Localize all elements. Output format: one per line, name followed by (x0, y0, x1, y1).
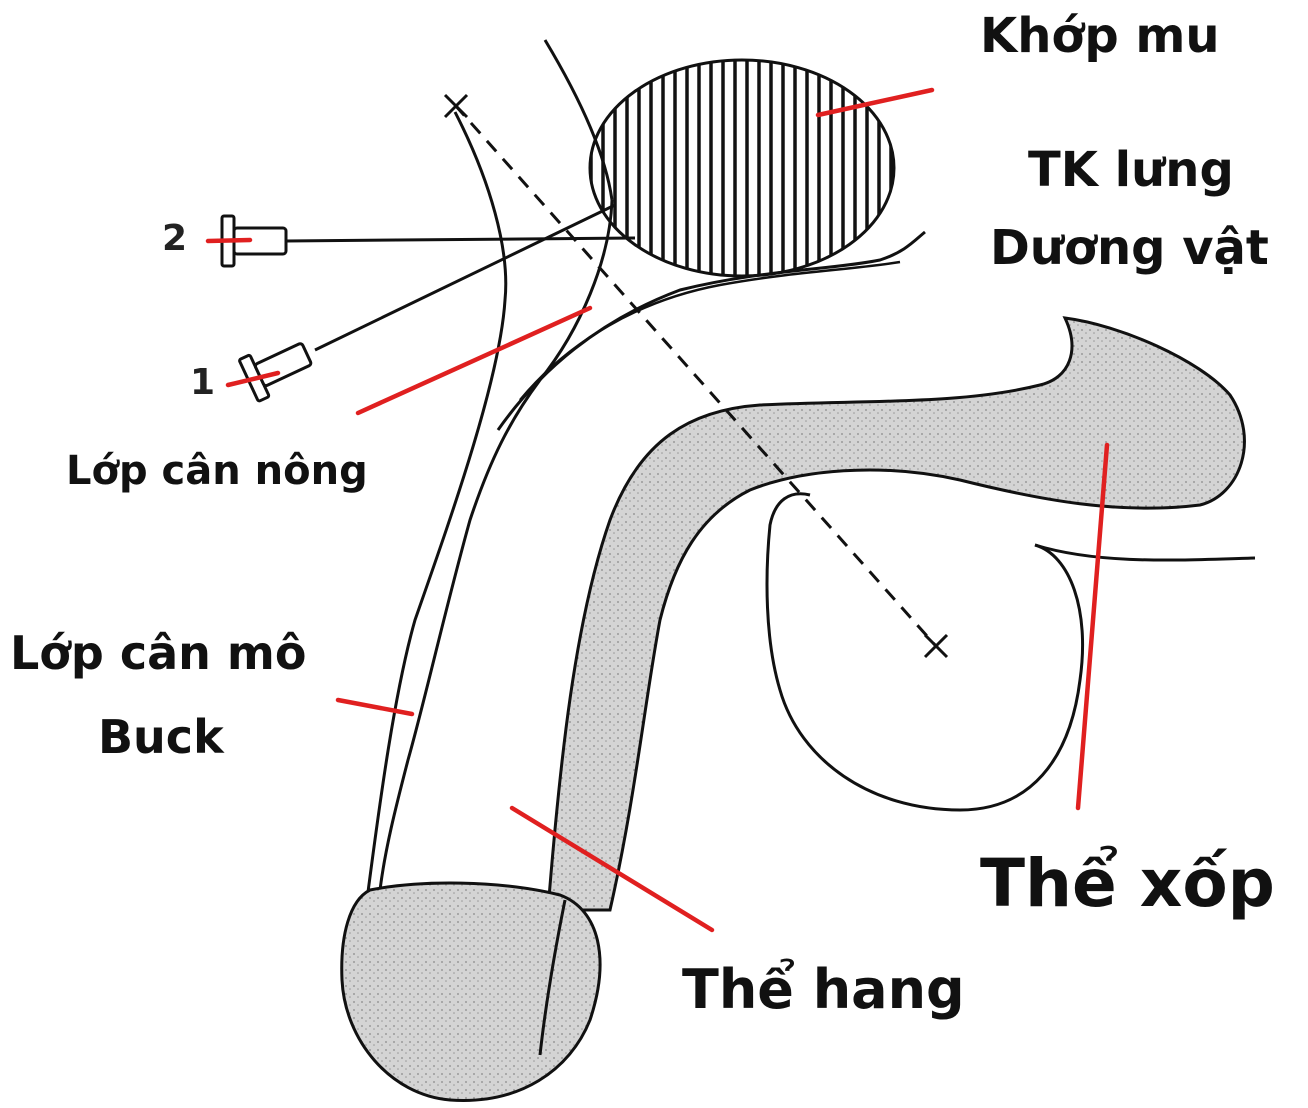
label-dorsal-nerve-line1: TK lưng (1028, 142, 1234, 198)
label-corpus-spongiosum: Thể xốp (980, 845, 1275, 922)
leader-buck-fascia (338, 700, 412, 714)
label-buck-fascia-line1: Lớp cân mô (10, 626, 306, 680)
needle-1-number: 1 (190, 362, 215, 403)
needle-2 (222, 216, 635, 266)
corpus-spongiosum-outline (767, 494, 1083, 810)
pubic-symphysis-shape (590, 60, 894, 276)
needle-1 (239, 205, 615, 402)
corpus-cavernosum-shape (548, 318, 1244, 910)
scrotal-line (1035, 545, 1255, 560)
x-marker-bottom (925, 635, 947, 657)
label-buck-fascia-line2: Buck (98, 710, 224, 764)
label-pubic-symphysis: Khớp mu (980, 8, 1220, 64)
label-dorsal-nerve-line2: Dương vật (990, 220, 1269, 276)
superficial-fascia-line (368, 112, 506, 892)
leader-needle-2 (208, 240, 250, 241)
needle-2-number: 2 (162, 218, 187, 259)
label-superficial-fascia: Lớp cân nông (66, 448, 368, 494)
label-corpus-cavernosum: Thể hang (682, 958, 965, 1021)
